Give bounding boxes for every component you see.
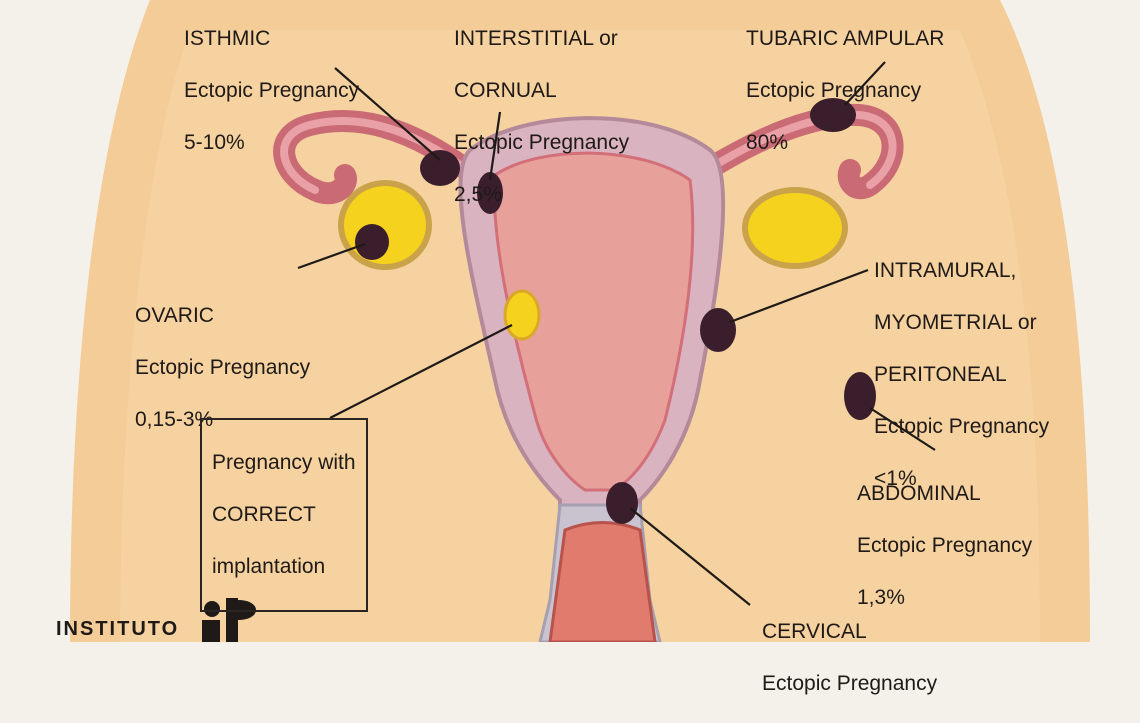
cervical-type: Ectopic Pregnancy bbox=[762, 672, 938, 695]
interstitial-leader bbox=[488, 111, 502, 181]
tubaric-value: 80% bbox=[746, 131, 789, 154]
intramural-type: Ectopic Pregnancy bbox=[874, 415, 1050, 438]
tubaric-embryo bbox=[810, 98, 856, 132]
tubaric-label: TUBARIC AMPULAR Ectopic Pregnancy 80% bbox=[746, 0, 944, 182]
abdominal-leader bbox=[869, 407, 936, 451]
intramural-embryo bbox=[700, 308, 736, 352]
left-fallopian-tube-inner bbox=[280, 117, 484, 194]
tubaric-leader bbox=[844, 61, 886, 106]
isthmic-type: Ectopic Pregnancy bbox=[184, 79, 360, 102]
interstitial-label: INTERSTITIAL or CORNUAL Ectopic Pregnanc… bbox=[454, 0, 629, 234]
intramural-value: <1% bbox=[874, 467, 917, 490]
cervical-embryo bbox=[606, 482, 638, 524]
left-ovary bbox=[338, 180, 432, 270]
abdominal-label: ABDOMINAL Ectopic Pregnancy 1,3% bbox=[857, 455, 1032, 637]
logo-text: INSTITUTO bbox=[56, 618, 180, 640]
isthmic-title: ISTHMIC bbox=[184, 27, 271, 50]
isthmic-embryo bbox=[420, 150, 460, 186]
interstitial-title-1: INTERSTITIAL or bbox=[454, 27, 618, 50]
isthmic-leader bbox=[334, 67, 441, 161]
intramural-label: INTRAMURAL, MYOMETRIAL or PERITONEAL Ect… bbox=[874, 232, 1049, 518]
correct-implantation-embryo bbox=[503, 289, 541, 341]
abdominal-title: ABDOMINAL bbox=[857, 482, 981, 505]
uterine-cavity bbox=[492, 151, 695, 492]
ovaric-leader bbox=[297, 242, 366, 270]
interstitial-embryo bbox=[477, 172, 503, 214]
intramural-title-1: INTRAMURAL, bbox=[874, 259, 1017, 282]
isthmic-value: 5-10% bbox=[184, 131, 245, 154]
ovaric-type: Ectopic Pregnancy bbox=[135, 356, 311, 379]
interstitial-value: 2,5% bbox=[454, 183, 502, 206]
abdominal-embryo bbox=[844, 372, 876, 420]
tubaric-title: TUBARIC AMPULAR bbox=[746, 27, 945, 50]
interstitial-type: Ectopic Pregnancy bbox=[454, 131, 630, 154]
leader-lines bbox=[297, 61, 936, 606]
intramural-title-2: MYOMETRIAL or bbox=[874, 311, 1037, 334]
ovaric-label: OVARIC Ectopic Pregnancy 0,15-3% bbox=[135, 277, 310, 459]
isthmic-label: ISTHMIC Ectopic Pregnancy 5-10% bbox=[184, 0, 359, 182]
tubaric-type: Ectopic Pregnancy bbox=[746, 79, 922, 102]
cervical-title: CERVICAL bbox=[762, 620, 867, 643]
correct-line-1: Pregnancy with bbox=[212, 451, 356, 474]
correct-line-3: implantation bbox=[212, 555, 326, 578]
intramural-title-3: PERITONEAL bbox=[874, 363, 1007, 386]
ovaric-title: OVARIC bbox=[135, 304, 214, 327]
abdominal-type: Ectopic Pregnancy bbox=[857, 534, 1033, 557]
abdominal-value: 1,3% bbox=[857, 586, 905, 609]
cervical-label: CERVICAL Ectopic Pregnancy bbox=[762, 593, 937, 723]
correct-leader bbox=[329, 324, 513, 419]
correct-line-2: CORRECT bbox=[212, 503, 316, 526]
right-ovary bbox=[742, 187, 848, 269]
cervical-leader bbox=[629, 507, 751, 606]
uterus-diagram bbox=[70, 0, 1090, 642]
correct-implantation-box: Pregnancy with CORRECT implantation bbox=[200, 418, 368, 612]
ovaric-embryo bbox=[355, 224, 389, 260]
intramural-leader bbox=[729, 268, 869, 324]
interstitial-title-2: CORNUAL bbox=[454, 79, 557, 102]
ovaric-value: 0,15-3% bbox=[135, 408, 214, 431]
vaginal-canal bbox=[548, 521, 657, 642]
